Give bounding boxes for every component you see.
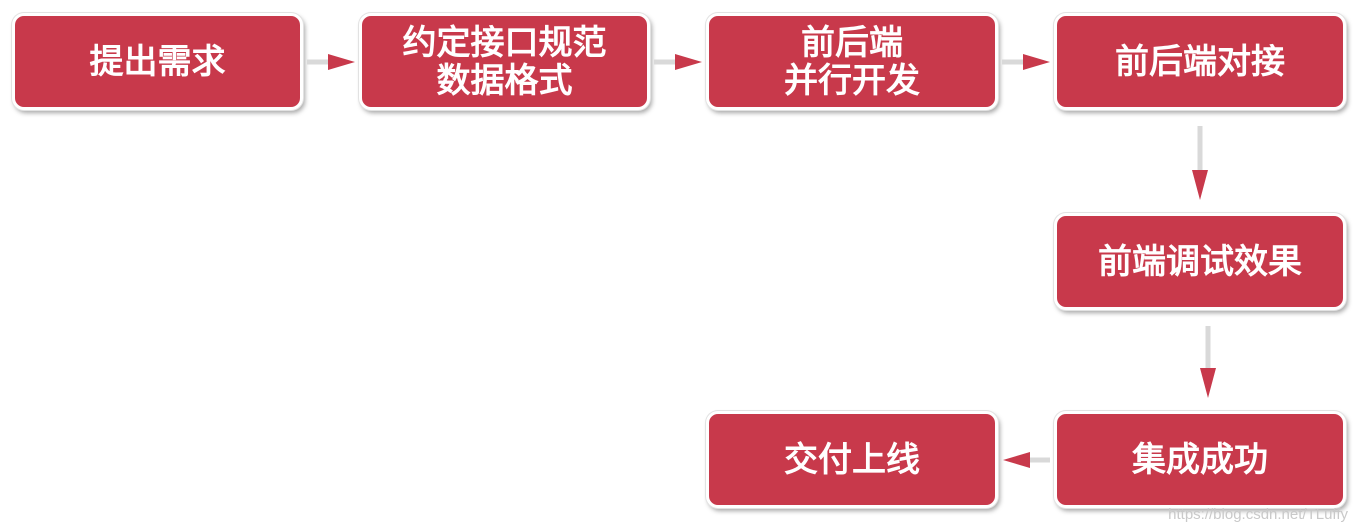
step-frontend-debug: 前端调试效果 [1054,213,1346,310]
step-parallel-development: 前后端 并行开发 [706,13,998,110]
step-integration-success: 集成成功 [1054,411,1346,508]
step-deliver-online-label: 交付上线 [784,439,920,480]
step-parallel-development-line2: 并行开发 [784,60,920,101]
step-frontend-backend-integration-label: 前后端对接 [1115,41,1285,82]
step-agree-interface-spec-line2: 数据格式 [436,60,573,101]
step-integration-success-label: 集成成功 [1132,439,1268,480]
step-parallel-development-line1: 前后端 [801,22,903,63]
step-agree-interface-spec-text: 约定接口规范 数据格式 [403,24,607,100]
arrow-step2-to-step3 [654,54,702,70]
step-deliver-online: 交付上线 [706,411,998,508]
arrow-step1-to-step2 [307,54,355,70]
step-frontend-debug-label: 前端调试效果 [1098,241,1302,282]
step-agree-interface-spec-line1: 约定接口规范 [402,22,607,63]
arrow-step4-to-step5 [1192,126,1208,200]
watermark-url: https://blog.csdn.net/TLuffy [1168,506,1348,523]
step-agree-interface-spec: 约定接口规范 数据格式 [359,13,650,110]
step-raise-requirements: 提出需求 [12,13,303,110]
arrow-step6-to-step7 [1003,452,1050,468]
arrow-step3-to-step4 [1002,54,1050,70]
step-parallel-development-text: 前后端 并行开发 [784,24,920,100]
arrow-step5-to-step6 [1200,326,1216,398]
step-raise-requirements-label: 提出需求 [89,41,226,82]
step-frontend-backend-integration: 前后端对接 [1054,13,1346,110]
